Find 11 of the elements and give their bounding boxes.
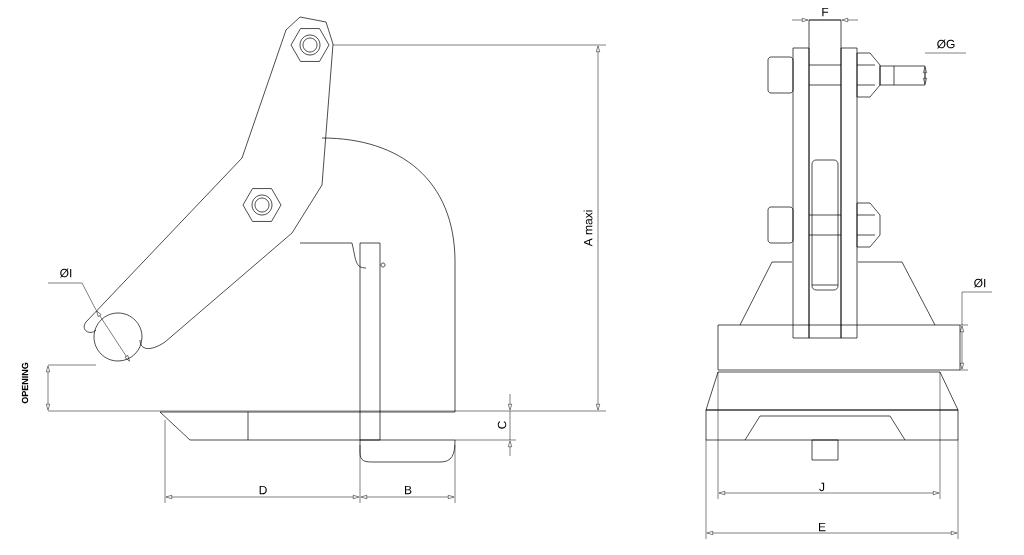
dimension-label: E <box>819 522 826 532</box>
dimension-label: B <box>405 485 412 495</box>
dimension-label: OPENING <box>21 362 29 404</box>
dimension-label: ØG <box>937 39 955 49</box>
dimension-label: ØI <box>974 278 986 288</box>
dimension-label: D <box>259 485 267 495</box>
dimension-label: ØI <box>60 268 72 278</box>
dimension-label: C <box>497 421 507 429</box>
dimension-label: A maxi <box>583 210 593 247</box>
dimension-label: J <box>819 482 825 492</box>
dimension-label: F <box>822 7 829 17</box>
